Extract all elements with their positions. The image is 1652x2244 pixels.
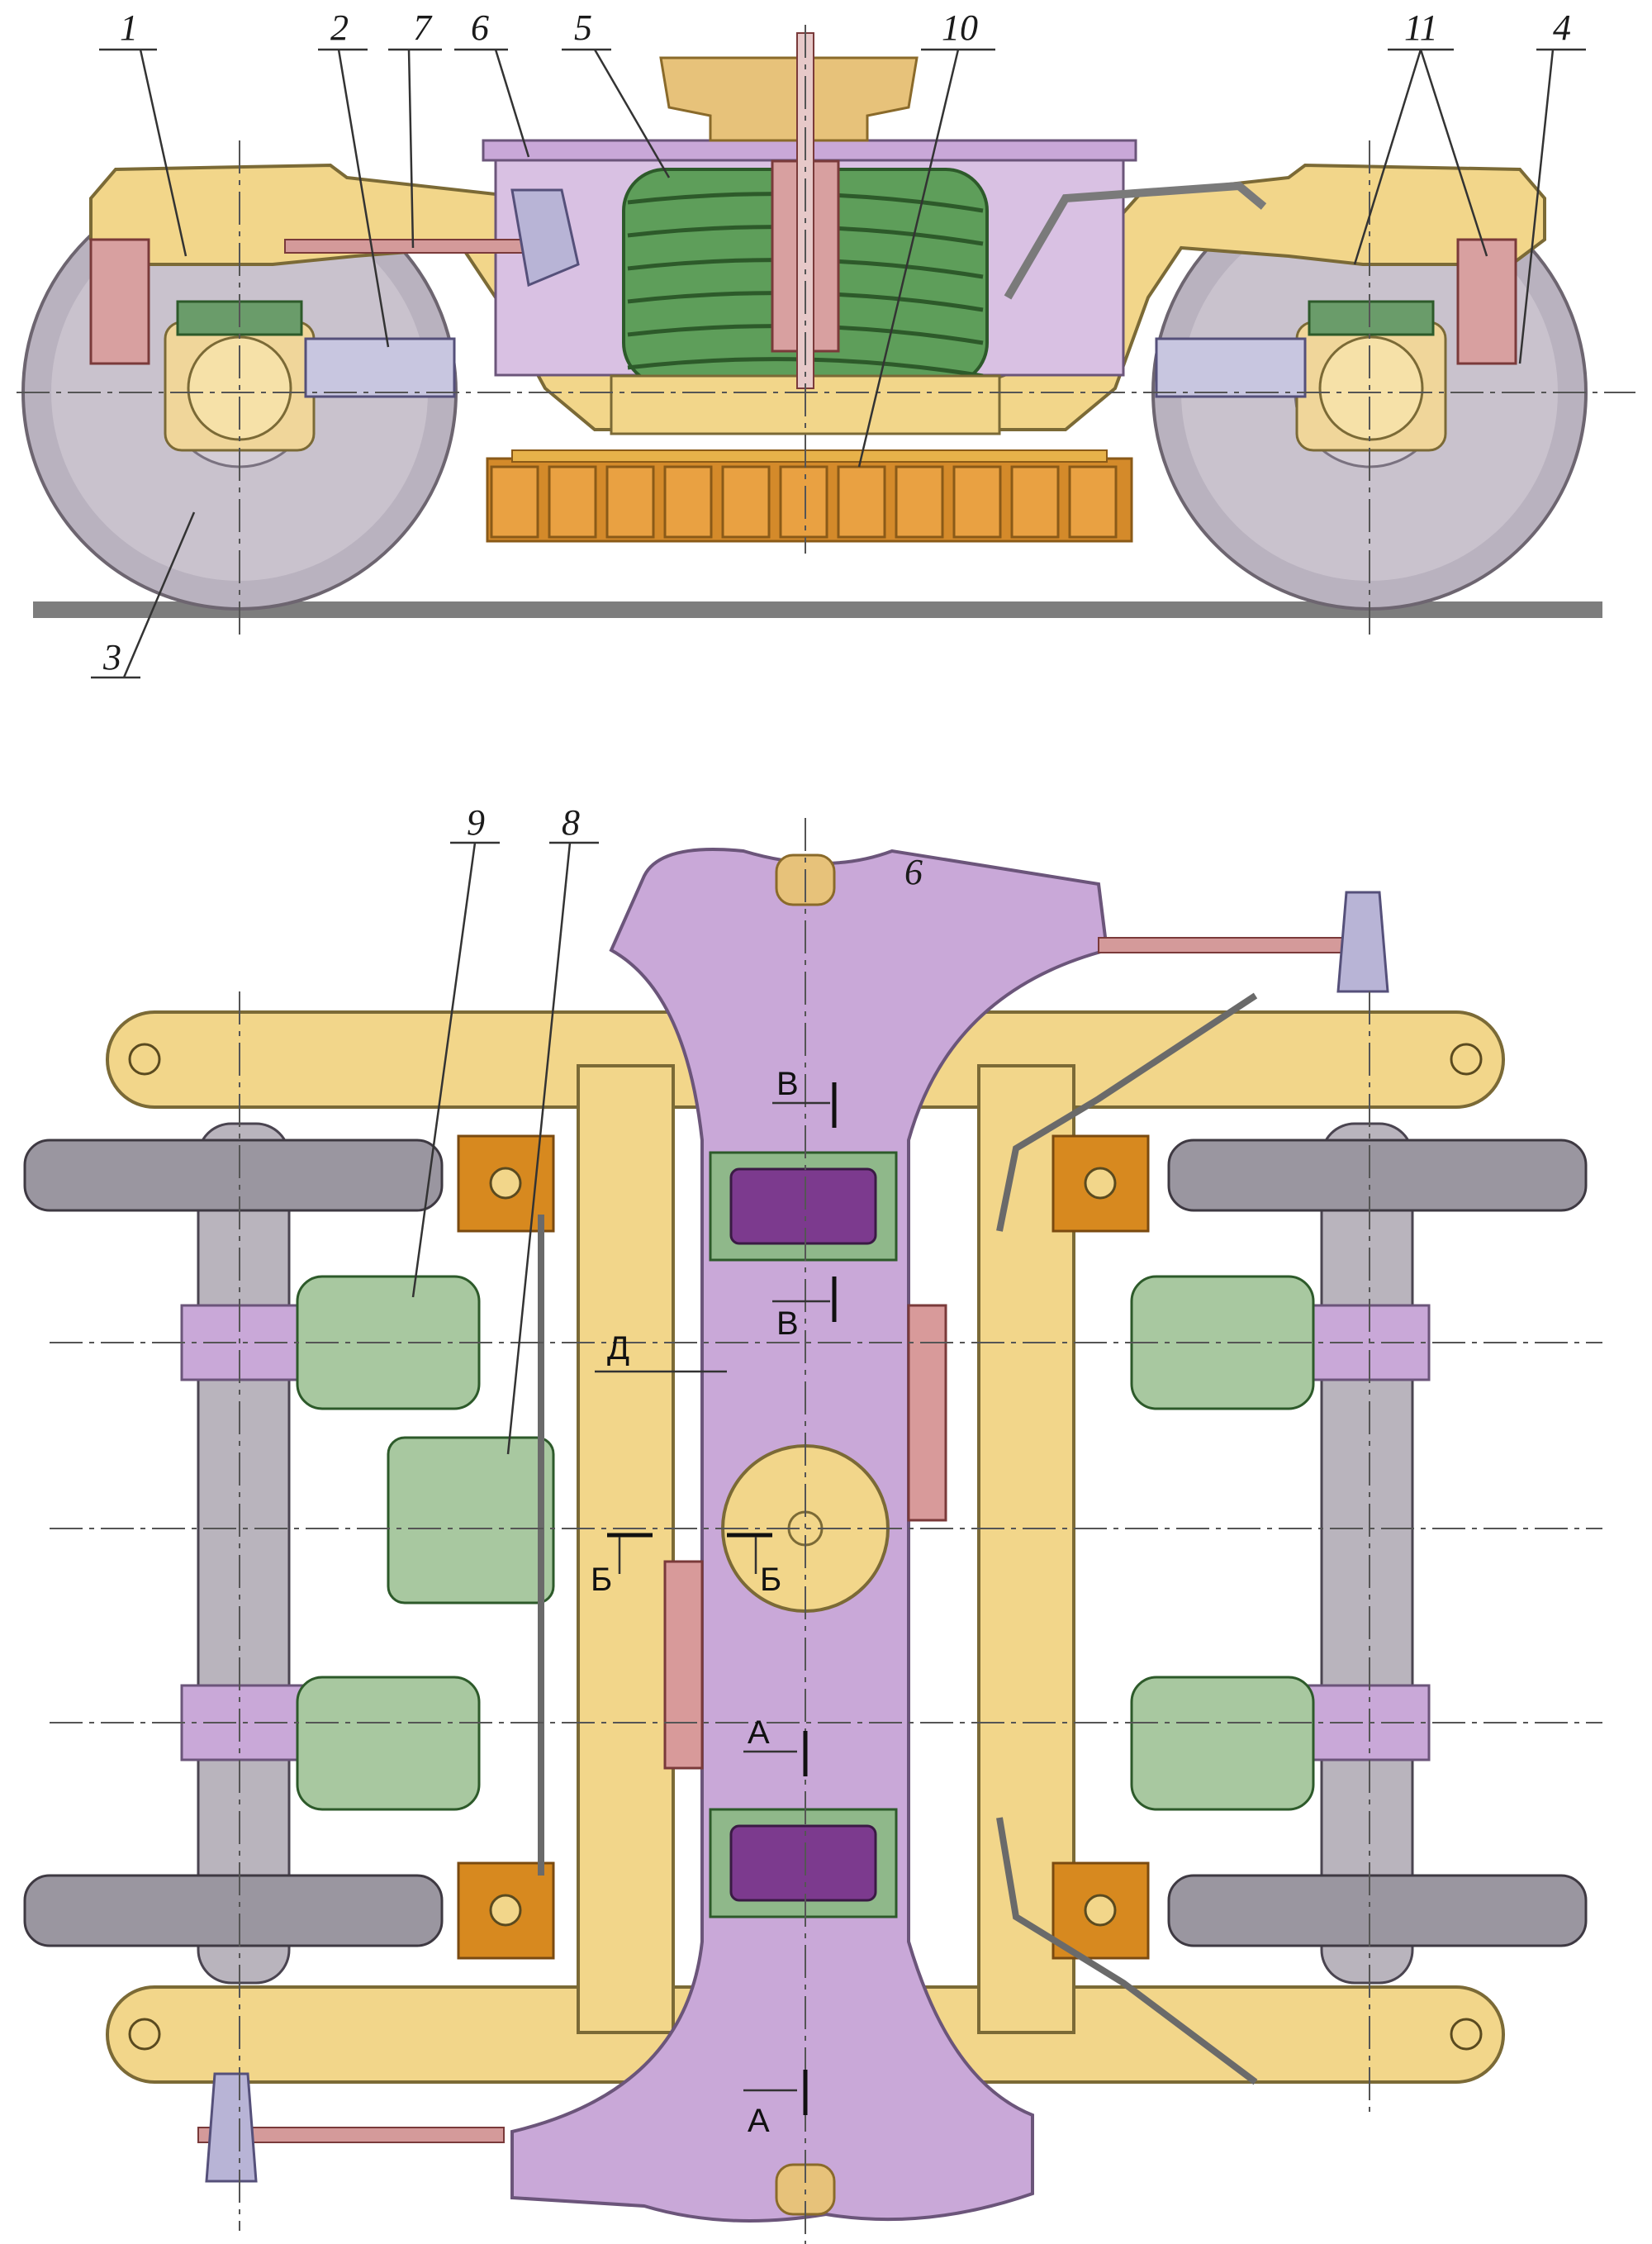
section-a-top: А (743, 1714, 808, 1776)
primary-damper-left (89, 238, 150, 365)
primary-damper-right (1456, 238, 1517, 365)
callout-label: 9 (467, 802, 485, 843)
section-a-bottom: А (743, 2070, 808, 2139)
section-label: Б (760, 1562, 781, 1598)
axlebox-assemblies (296, 1275, 1315, 1811)
callout-label: 5 (574, 7, 592, 48)
section-v-bottom: В (772, 1277, 837, 1342)
callout-6-top: 6 (904, 852, 923, 892)
section-label: В (776, 1305, 799, 1342)
traction-rod (284, 239, 558, 254)
yaw-damper-bottom (197, 2072, 505, 2183)
section-d: Д (595, 1330, 727, 1373)
rail (33, 601, 1602, 618)
callout-11: 11 (1353, 7, 1488, 265)
callout-label: 6 (471, 7, 489, 48)
section-label: А (748, 1714, 770, 1751)
section-v-top: В (772, 1066, 837, 1128)
callout-8: 8 (506, 802, 599, 1455)
section-b-right: Б (727, 1533, 781, 1598)
track-brake-shoes (486, 449, 1133, 543)
side-view: 1 2 7 6 5 10 11 4 (17, 7, 1635, 679)
callout-label: 8 (562, 802, 580, 843)
corner-blocks (457, 1134, 1150, 1960)
callout-9: 9 (411, 802, 500, 1298)
yaw-damper-top (1098, 891, 1389, 993)
callout-label: 11 (1404, 7, 1438, 48)
rod-bracket (510, 188, 580, 288)
callout-label: 10 (942, 7, 978, 48)
callout-label: 1 (120, 7, 138, 48)
section-label: А (748, 2103, 770, 2139)
top-brake-pipes (538, 992, 1258, 2085)
callout-6: 6 (454, 7, 530, 158)
bolster-pads (663, 1304, 947, 1770)
section-label: В (776, 1066, 799, 1102)
callout-2: 2 (318, 7, 390, 348)
callout-label: 6 (904, 852, 923, 892)
callout-label: 4 (1553, 7, 1571, 48)
section-label: Д (607, 1330, 629, 1367)
center-pivot-cap (659, 56, 919, 142)
section-label: Б (591, 1562, 612, 1598)
callout-10: 10 (857, 7, 995, 468)
callout-1: 1 (99, 7, 188, 257)
magnet-box-bottom (709, 1808, 898, 1918)
callout-3: 3 (91, 511, 196, 679)
top-view: 9 8 6 В В Д Б Б (23, 802, 1602, 2244)
brake-pipe (1004, 181, 1267, 300)
wheelset-left (23, 1122, 444, 1985)
callout-7: 7 (388, 7, 442, 249)
callout-4: 4 (1518, 7, 1586, 364)
callout-label: 3 (102, 637, 121, 677)
frame-end-pins (128, 1043, 1483, 2051)
axle-links (304, 337, 1307, 398)
axlebox-right (1295, 300, 1447, 452)
wheelset-right (1167, 1122, 1588, 1985)
callout-label: 7 (413, 7, 433, 48)
magnet-box-top (709, 1151, 898, 1262)
section-b-left: Б (591, 1533, 653, 1598)
callout-label: 2 (330, 7, 349, 48)
callout-5: 5 (562, 7, 671, 178)
